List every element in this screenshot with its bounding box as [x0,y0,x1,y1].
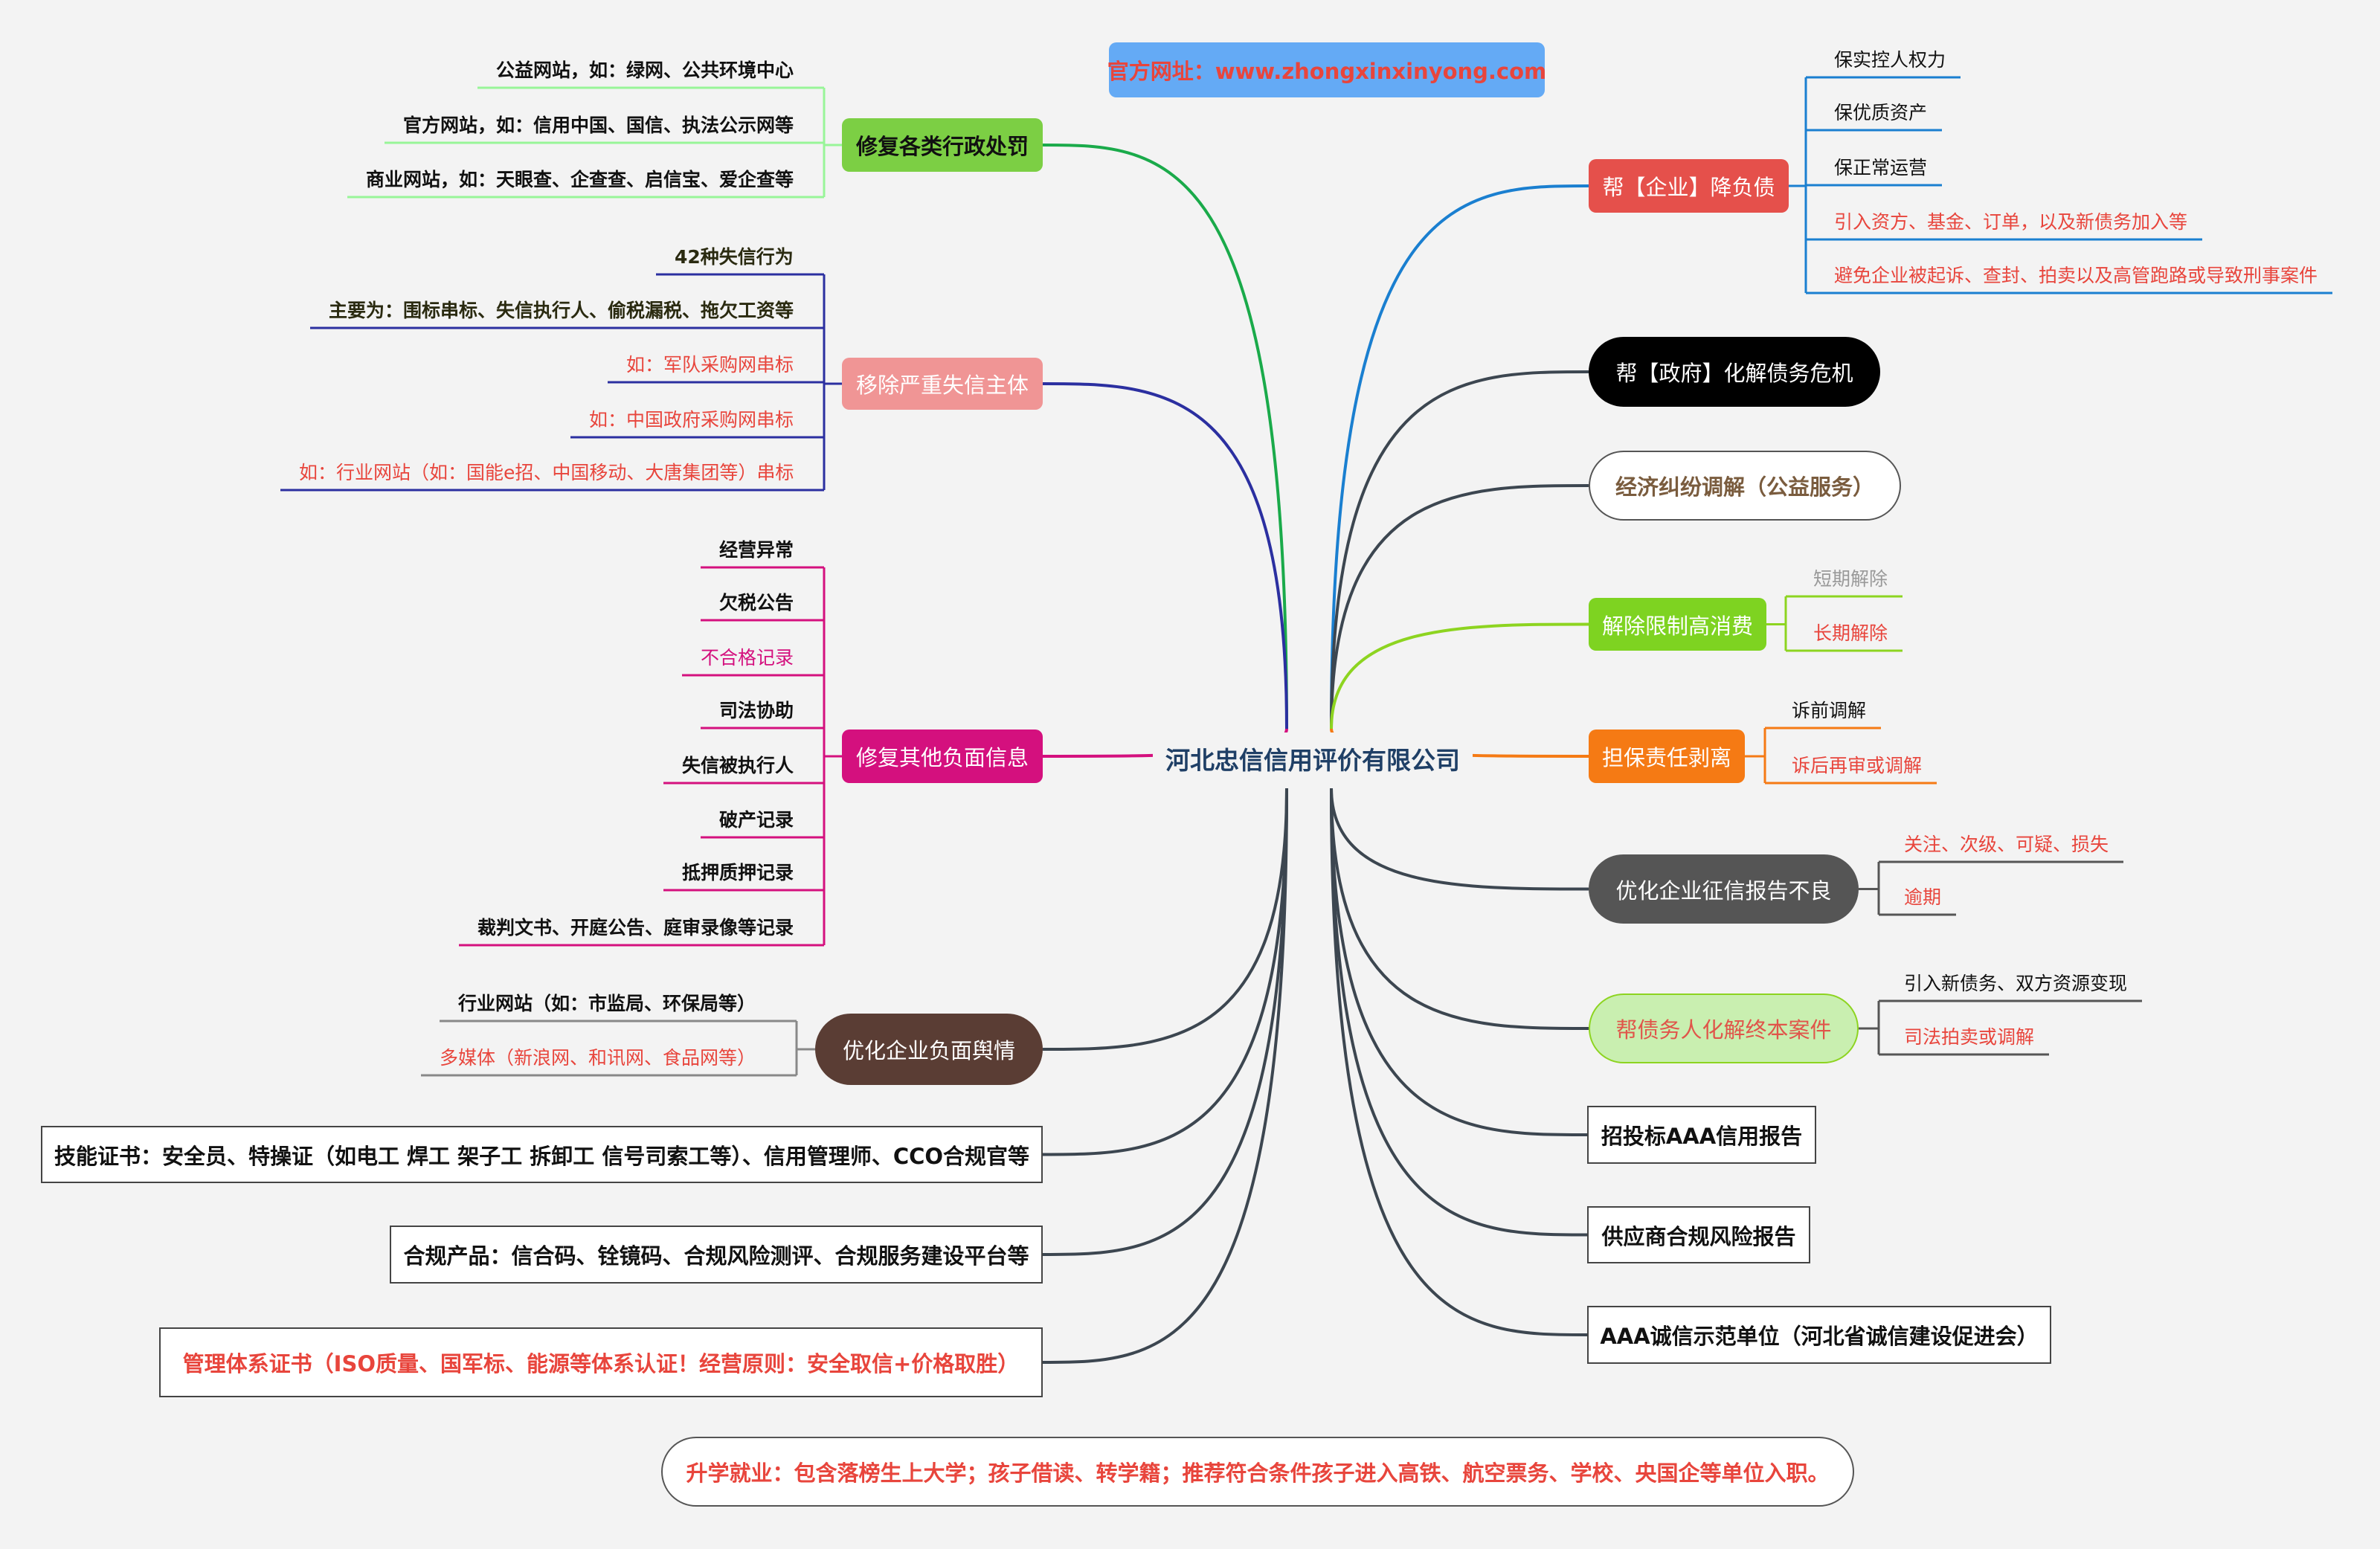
child-topic[interactable]: 失信被执行人 [682,755,794,776]
left-branch-1[interactable]: 移除严重失信主体 [842,358,1043,410]
child-topic[interactable]: 司法协助 [719,700,794,721]
official-website-banner[interactable]: 官方网址：www.zhongxinxinyong.com [1107,42,1546,97]
right-branch-3[interactable]: 解除限制高消费 [1589,598,1766,651]
child-topic[interactable]: 避免企业被起诉、查封、拍卖以及高管跑路或导致刑事案件 [1834,265,2318,286]
child-topic[interactable]: 如：军队采购网串标 [626,354,794,376]
child-topic[interactable]: 引入资方、基金、订单，以及新债务加入等 [1834,211,2188,233]
child-topic[interactable]: 长期解除 [1813,622,1888,644]
right-branch-8-link [1330,788,1588,1237]
child-topic[interactable]: 关注、次级、可疑、损失 [1904,834,2109,855]
child-topic[interactable]: 42种失信行为 [675,246,794,268]
child-topic[interactable]: 诉后再审或调解 [1792,755,1923,776]
child-topic[interactable]: 诉前调解 [1792,700,1867,721]
child-topic[interactable]: 主要为：围标串标、失信执行人、偷税漏税、拖欠工资等 [329,300,794,321]
right-branch-0-link [1330,184,1589,730]
central-topic[interactable]: 河北忠信信用评价有限公司 [1153,732,1473,785]
left-branch-0-link [1042,144,1288,730]
right-branch-5[interactable]: 优化企业征信报告不良 [1589,854,1859,924]
right-branch-7[interactable]: 招投标AAA信用报告 [1587,1106,1816,1164]
child-topic[interactable]: 逾期 [1904,886,1942,908]
left-branch-5-link [1042,788,1288,1256]
left-branch-5[interactable]: 合规产品：信合码、铨镜码、合规风险测评、合规服务建设平台等 [390,1226,1043,1284]
child-topic[interactable]: 如：行业网站（如：国能e招、中国移动、大唐集团等）串标 [299,462,794,483]
right-branch-7-link [1330,788,1588,1136]
right-branch-3-link [1330,622,1589,730]
right-branch-2-link [1330,484,1589,730]
right-branch-6[interactable]: 帮债务人化解终本案件 [1589,994,1859,1063]
left-branch-3-link [1042,788,1288,1051]
left-branch-0[interactable]: 修复各类行政处罚 [842,118,1043,172]
right-branch-9[interactable]: AAA诚信示范单位（河北省诚信建设促进会） [1587,1306,2051,1364]
right-branch-0[interactable]: 帮【企业】降负债 [1589,159,1789,213]
right-branch-4[interactable]: 担保责任剥离 [1589,730,1745,783]
child-topic[interactable]: 抵押质押记录 [682,862,794,883]
child-topic[interactable]: 保优质资产 [1834,102,1928,123]
child-topic[interactable]: 欠税公告 [719,592,794,614]
right-branch-1-link [1330,370,1589,730]
right-branch-9-link [1330,788,1588,1336]
left-branch-1-link [1042,382,1288,730]
child-topic[interactable]: 如：中国政府采购网串标 [589,409,794,431]
child-topic[interactable]: 商业网站，如：天眼查、企查查、启信宝、爱企查等 [366,169,794,190]
child-topic[interactable]: 短期解除 [1813,568,1888,590]
education-employment-note[interactable]: 升学就业：包含落榜生上大学；孩子借读、转学籍；推荐符合条件孩子进入高铁、航空票务… [661,1437,1854,1507]
right-branch-6-link [1330,788,1589,1030]
left-branch-6[interactable]: 管理体系证书（ISO质量、国军标、能源等体系认证！经营原则：安全取信+价格取胜） [159,1327,1043,1397]
child-topic[interactable]: 不合格记录 [701,647,794,669]
right-branch-5-link [1330,788,1589,891]
child-topic[interactable]: 多媒体（新浪网、和讯网、食品网等） [440,1047,756,1069]
child-topic[interactable]: 保正常运营 [1834,157,1928,178]
child-topic[interactable]: 保实控人权力 [1834,49,1946,71]
child-topic[interactable]: 公益网站，如：绿网、公共环境中心 [496,59,794,81]
right-branch-2[interactable]: 经济纠纷调解（公益服务） [1589,451,1901,521]
child-topic[interactable]: 经营异常 [719,539,794,561]
child-topic[interactable]: 行业网站（如：市监局、环保局等） [458,993,756,1014]
child-topic[interactable]: 裁判文书、开庭公告、庭审录像等记录 [477,917,794,938]
left-branch-6-link [1042,788,1288,1364]
right-branch-8[interactable]: 供应商合规风险报告 [1587,1206,1810,1263]
left-branch-4-link [1042,788,1288,1156]
child-topic[interactable]: 引入新债务、双方资源变现 [1904,973,2128,994]
left-branch-4[interactable]: 技能证书：安全员、特操证（如电工 焊工 架子工 拆卸工 信号司索工等）、信用管理… [41,1126,1043,1183]
child-topic[interactable]: 司法拍卖或调解 [1904,1026,2035,1048]
left-branch-2[interactable]: 修复其他负面信息 [842,730,1043,783]
right-branch-1[interactable]: 帮【政府】化解债务危机 [1589,337,1880,407]
child-topic[interactable]: 破产记录 [719,809,794,831]
left-branch-3[interactable]: 优化企业负面舆情 [815,1014,1043,1085]
child-topic[interactable]: 官方网站，如：信用中国、国信、执法公示网等 [403,115,794,136]
